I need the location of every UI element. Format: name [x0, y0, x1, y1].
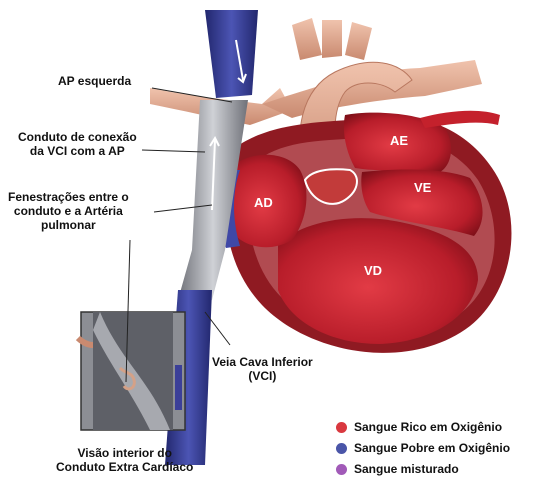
superior-vena-cava — [205, 10, 258, 98]
label-fenestracoes: Fenestrações entre o conduto e a Artéria… — [8, 190, 129, 232]
label-fenestracoes-line1: Fenestrações entre o — [8, 190, 129, 204]
legend-item-oxygen-poor: Sangue Pobre em Oxigênio — [336, 440, 510, 456]
legend-label-oxygen-rich: Sangue Rico em Oxigênio — [354, 420, 502, 434]
legend-label-oxygen-poor: Sangue Pobre em Oxigênio — [354, 441, 510, 455]
label-conduto-line1: Conduto de conexão — [18, 130, 137, 144]
label-fenestracoes-line3: pulmonar — [8, 218, 129, 232]
label-visao-line1: Visão interior do — [56, 446, 193, 460]
interior-view-inset — [81, 312, 185, 430]
label-veia-line2: (VCI) — [212, 369, 313, 383]
chamber-label-ve: VE — [414, 180, 431, 195]
legend-label-mixed: Sangue misturado — [354, 462, 459, 476]
legend-swatch-oxygen-poor — [336, 443, 347, 454]
label-conduto: Conduto de conexão da VCI com a AP — [18, 130, 137, 158]
label-ap-esquerda: AP esquerda — [58, 74, 131, 88]
label-visao-interior: Visão interior do Conduto Extra Cardíaco — [56, 446, 193, 474]
chamber-label-ae: AE — [390, 133, 408, 148]
label-veia-line1: Veia Cava Inferior — [212, 355, 313, 369]
legend-item-mixed: Sangue misturado — [336, 461, 459, 477]
label-conduto-line2: da VCI com a AP — [18, 144, 137, 158]
chamber-label-vd: VD — [364, 263, 382, 278]
chamber-label-ad: AD — [254, 195, 273, 210]
label-veia-cava: Veia Cava Inferior (VCI) — [212, 355, 313, 383]
label-fenestracoes-line2: conduto e a Artéria — [8, 204, 129, 218]
label-visao-line2: Conduto Extra Cardíaco — [56, 460, 193, 474]
legend-item-oxygen-rich: Sangue Rico em Oxigênio — [336, 419, 502, 435]
legend-swatch-oxygen-rich — [336, 422, 347, 433]
legend-swatch-mixed — [336, 464, 347, 475]
